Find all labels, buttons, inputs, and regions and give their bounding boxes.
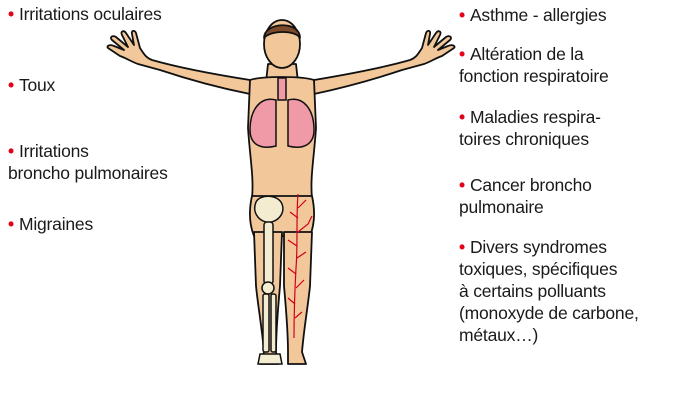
item-text-line-2: toires chroniques	[459, 128, 601, 150]
item-text: Irritations	[19, 141, 89, 161]
left-arm-shape	[107, 31, 250, 94]
item-text: Altération de la	[470, 44, 584, 64]
list-item-migraines: •Migraines	[8, 213, 93, 235]
human-body-figure	[100, 18, 472, 376]
list-item-alteration: •Altération de la fonction respiratoire	[459, 43, 609, 87]
item-text: Maladies respira-	[470, 107, 601, 127]
bullet-icon: •	[8, 4, 14, 24]
item-text: Divers syndromes	[470, 237, 607, 257]
list-item-cancer: •Cancer broncho pulmonaire	[459, 174, 592, 218]
list-item-toux: •Toux	[8, 74, 55, 96]
list-item-asthme: •Asthme - allergies	[459, 4, 606, 26]
bullet-icon: •	[8, 75, 14, 95]
item-text-line-2: fonction respiratoire	[459, 65, 609, 87]
list-item-divers-syndromes: •Divers syndromes toxiques, spécifiques …	[459, 236, 639, 346]
item-text-line-5: métaux…)	[459, 324, 639, 346]
item-text: Cancer broncho	[470, 175, 592, 195]
item-text-line-2: toxiques, spécifiques	[459, 258, 639, 280]
list-item-maladies: •Maladies respira- toires chroniques	[459, 106, 601, 150]
item-text: Toux	[19, 75, 55, 95]
bullet-icon: •	[8, 141, 14, 161]
item-text-line-3: à certains polluants	[459, 280, 639, 302]
item-text-line-2: pulmonaire	[459, 196, 592, 218]
right-arm-shape	[314, 31, 455, 94]
item-text: Migraines	[19, 214, 93, 234]
item-text-line-4: (monoxyde de carbone,	[459, 302, 639, 324]
item-text: Asthme - allergies	[470, 5, 606, 25]
bullet-icon: •	[8, 214, 14, 234]
